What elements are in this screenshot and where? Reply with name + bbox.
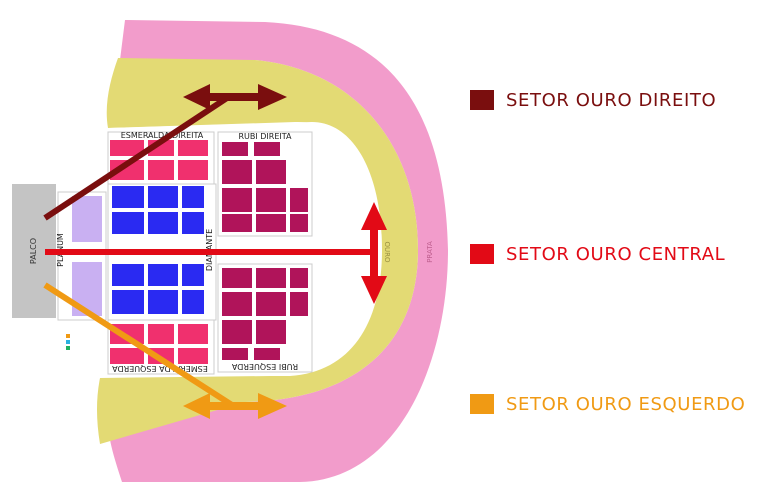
esmeralda-esquerda-label: ESMERALDA ESQUERDA xyxy=(112,364,208,373)
ouro-label: OURO xyxy=(383,241,391,262)
arrow-ouro-direito xyxy=(183,84,287,110)
legend-label-ouro-esquerdo: SETOR OURO ESQUERDO xyxy=(506,393,746,415)
mini-legend-icons xyxy=(66,334,70,350)
legend-swatch-ouro-esquerdo xyxy=(470,394,494,414)
rubi-esquerda-seats xyxy=(222,268,308,360)
ouro-zone[interactable] xyxy=(97,58,418,444)
sightline-direito xyxy=(43,93,232,221)
diamante-seats xyxy=(112,186,204,314)
esmeralda-direita-seats xyxy=(110,140,208,180)
planum-seats-top xyxy=(72,196,102,242)
legend-label-ouro-direito: SETOR OURO DIREITO xyxy=(506,89,717,111)
prata-zone[interactable] xyxy=(108,20,448,482)
legend-item-ouro-direito[interactable]: SETOR OURO DIREITO xyxy=(470,88,716,112)
rubi-direita-seats xyxy=(222,142,308,232)
sightline-esquerdo xyxy=(43,282,234,408)
arrow-ouro-central xyxy=(361,202,387,304)
esmeralda-direita-label: ESMERALDA DIREITA xyxy=(121,131,204,140)
legend-swatch-ouro-direito xyxy=(470,90,494,110)
legend-item-ouro-esquerdo[interactable]: SETOR OURO ESQUERDO xyxy=(470,392,745,416)
legend-item-ouro-central[interactable]: SETOR OURO CENTRAL xyxy=(470,242,725,266)
stage-label: PALCO xyxy=(29,238,38,264)
arrow-ouro-esquerdo xyxy=(183,393,287,419)
rubi-direita-label: RUBI DIREITA xyxy=(238,132,292,141)
prata-label: PRATA xyxy=(426,241,434,263)
rubi-esquerda-label: RUBI ESQUERDA xyxy=(231,362,298,371)
legend-swatch-ouro-central xyxy=(470,244,494,264)
legend-label-ouro-central: SETOR OURO CENTRAL xyxy=(506,243,726,265)
